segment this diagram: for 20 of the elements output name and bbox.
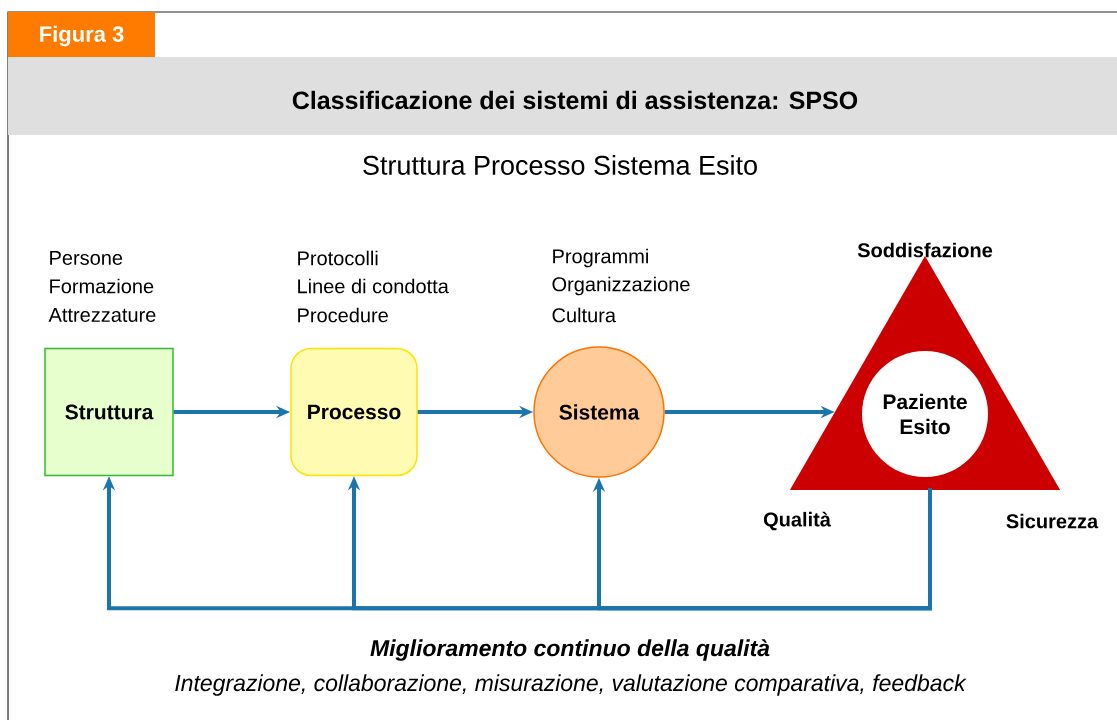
attribute-text: Formazione [50, 278, 154, 294]
process-box: Processo [290, 347, 418, 477]
attribute-text: Programmi [553, 248, 648, 268]
title: Classificazione dei sistemi di assistenza: SPSO [292, 90, 858, 110]
attribute-text: Protocolli [298, 250, 378, 266]
attribute-text: Procedure [298, 307, 388, 323]
structure-box: Struttura [44, 347, 174, 477]
attribute-text: Persone [50, 251, 123, 265]
corner-label: Soddisfazione [857, 242, 993, 258]
subtitle: Struttura Processo Sistema Esito [363, 155, 757, 175]
attribute-text: Linee di condotta [298, 278, 449, 294]
attribute-text: Cultura [552, 307, 616, 323]
footer-heading: Miglioramento continuo della qualità [370, 639, 770, 661]
figure-tab: Figura 3 [8, 12, 155, 57]
footer-text: Integrazione, collaborazione, misurazione, valutazione comparativa, feedback [175, 674, 967, 696]
attribute-text: Organizzazione [552, 276, 690, 296]
corner-label: Qualità [763, 511, 831, 531]
corner-label: Sicurezza [1006, 513, 1099, 529]
attribute-text: Attrezzature [48, 308, 156, 322]
node-label: Paziente Esito [883, 393, 967, 435]
